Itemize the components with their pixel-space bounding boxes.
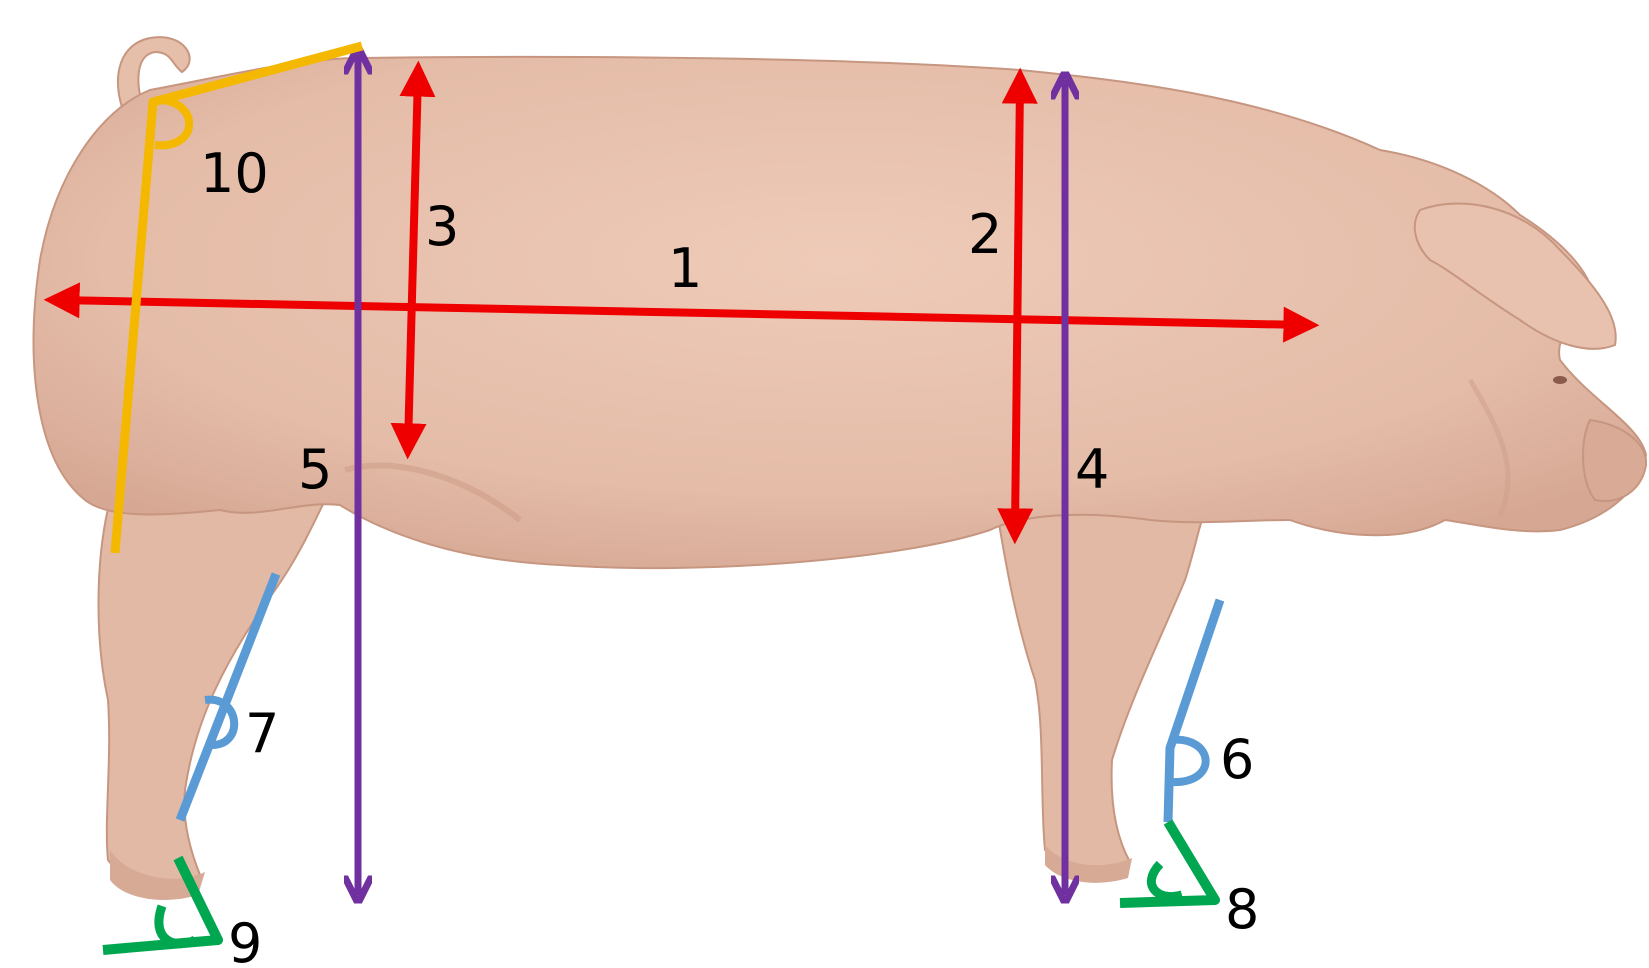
rear-leg-shape xyxy=(98,490,330,883)
label-4: 4 xyxy=(1075,438,1109,501)
label-9: 9 xyxy=(228,912,262,964)
label-8: 8 xyxy=(1225,878,1259,941)
label-1: 1 xyxy=(668,237,702,300)
label-5: 5 xyxy=(298,438,332,501)
label-6: 6 xyxy=(1220,728,1254,791)
pig-illustration xyxy=(34,37,1647,900)
label-3: 3 xyxy=(425,195,459,258)
front-leg-shape xyxy=(995,495,1210,868)
chest-depth-arrow xyxy=(1015,82,1020,530)
label-10: 10 xyxy=(200,142,269,205)
label-2: 2 xyxy=(968,203,1002,266)
snout-shape xyxy=(1583,420,1646,501)
front-leg-angle-marker xyxy=(1168,600,1220,822)
eye-shape xyxy=(1553,376,1567,384)
front-pastern-angle-marker xyxy=(1120,822,1215,903)
label-7: 7 xyxy=(245,702,279,765)
